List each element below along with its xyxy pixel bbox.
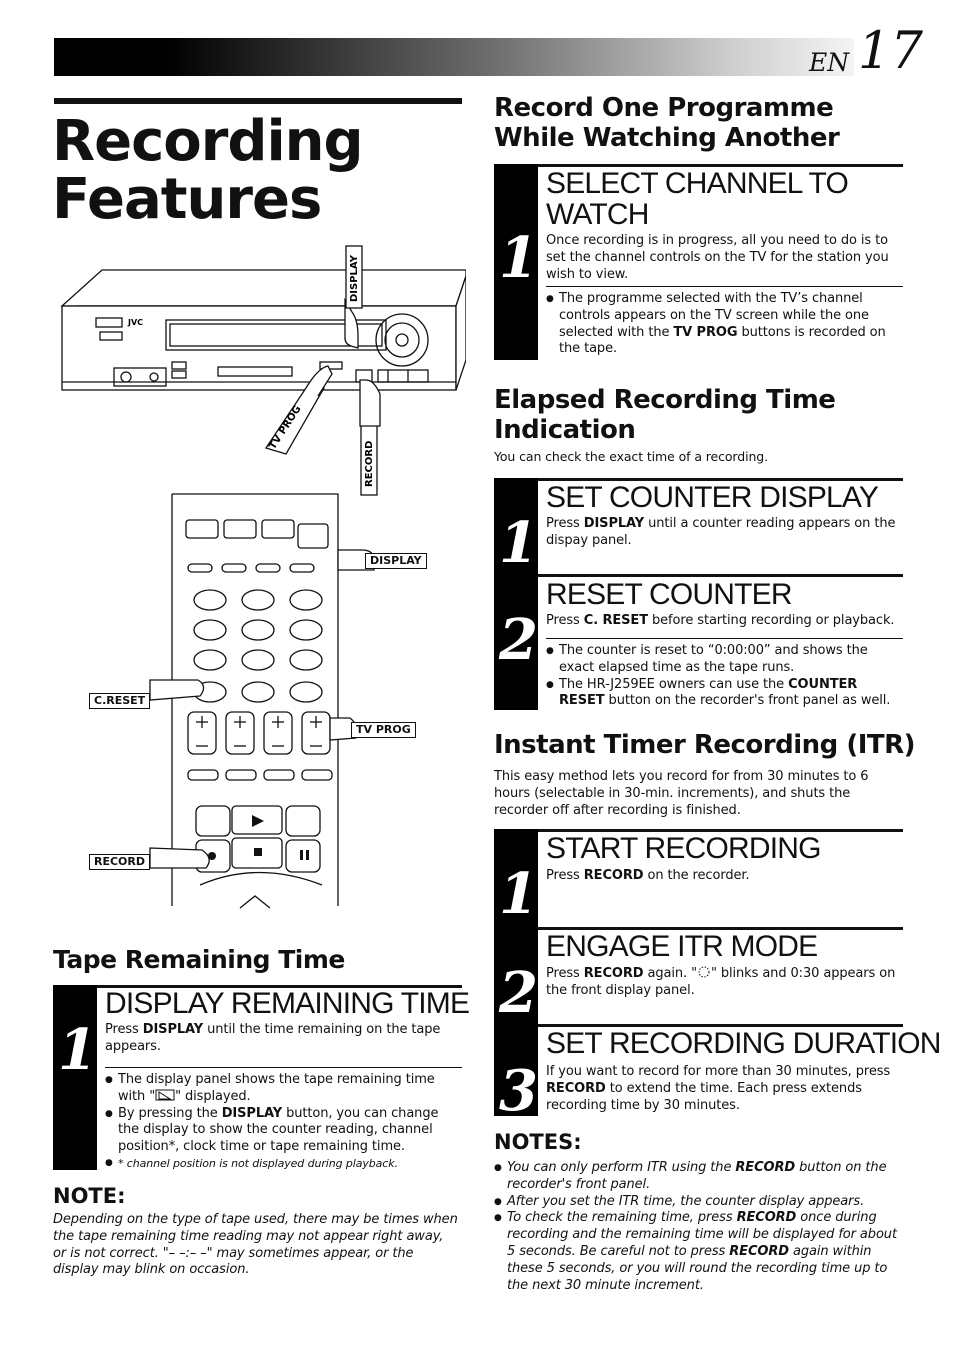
elapsed-steps-bar: [494, 478, 538, 710]
vcr-display-label: DISPLAY: [349, 254, 360, 302]
tape-remaining-step1-rule: [97, 985, 462, 988]
itr-heading: Instant Timer Recording (ITR): [494, 730, 916, 760]
itr-clock-icon: [698, 966, 710, 978]
elapsed-step2-number: 2: [499, 607, 538, 673]
itr-step3-rule: [538, 1024, 903, 1027]
page-number: 17: [858, 22, 923, 81]
tape-remaining-step1-number: 1: [58, 1017, 97, 1083]
list-item: The display panel shows the tape remaini…: [105, 1072, 460, 1106]
list-item: The programme selected with the TV’s cha…: [546, 291, 896, 358]
elapsed-step2-title: RESET COUNTER: [546, 578, 793, 611]
vcr-record-label: RECORD: [364, 441, 375, 487]
elapsed-step1-number: 1: [499, 510, 538, 576]
elapsed-step1-title: SET COUNTER DISPLAY: [546, 481, 879, 514]
record-one-step1-title: SELECT CHANNEL TO WATCH: [546, 167, 849, 231]
list-item: By pressing the DISPLAY button, you can …: [105, 1106, 460, 1156]
itr-step2-number: 2: [499, 960, 538, 1026]
list-item: The counter is reset to “0:00:00” and sh…: [546, 643, 902, 677]
page-title-line1: Recording: [52, 109, 364, 174]
remote-tvprog-label: TV PROG: [351, 722, 416, 738]
itr-step3-title: SET RECORDING DURATION: [546, 1027, 941, 1060]
itr-notes-list: You can only perform ITR using the RECOR…: [494, 1160, 904, 1294]
record-one-step1-number: 1: [499, 225, 538, 291]
itr-steps-bar: [494, 829, 538, 1116]
elapsed-divider: [546, 638, 903, 639]
vcr-illustration: JVC DISPLAY TV PROG RECORD: [60, 245, 466, 496]
itr-step2-title: ENGAGE ITR MODE: [546, 930, 818, 963]
itr-step2-rule: [538, 927, 903, 930]
language-label: EN: [809, 48, 850, 77]
record-one-bullets: The programme selected with the TV’s cha…: [546, 291, 896, 358]
elapsed-intro: You can check the exact time of a record…: [494, 449, 768, 464]
record-one-title-line2: WATCH: [546, 198, 649, 231]
remote-creset-label: C.RESET: [89, 693, 151, 709]
elapsed-bullets: The counter is reset to “0:00:00” and sh…: [546, 643, 902, 710]
itr-intro: This easy method lets you record for fro…: [494, 769, 869, 818]
list-item: The HR-J259EE owners can use the COUNTER…: [546, 677, 902, 711]
itr-step3-body: If you want to record for more than 30 m…: [546, 1064, 891, 1113]
tape-remaining-step1-body: Press DISPLAY until the time remaining o…: [105, 1022, 441, 1054]
record-one-step1-body: Once recording is in progress, all you n…: [546, 233, 889, 282]
tape-remaining-icon: [155, 1089, 175, 1101]
tape-remaining-footnote: * channel position is not displayed duri…: [105, 1156, 460, 1171]
list-item: After you set the ITR time, the counter …: [494, 1194, 904, 1211]
tape-remaining-step1-bar: [53, 985, 97, 1170]
elapsed-heading: Elapsed Recording Time Indication: [494, 385, 836, 445]
elapsed-step2-body: Press C. RESET before starting recording…: [546, 613, 895, 628]
itr-step2-body: Press RECORD again. "" blinks and 0:30 a…: [546, 966, 896, 998]
itr-step1-number: 1: [499, 861, 538, 927]
record-one-heading-line1: Record One Programme: [494, 93, 834, 123]
itr-step1-rule: [538, 829, 903, 832]
vcr-brand: JVC: [127, 318, 143, 327]
tape-remaining-step1-title: DISPLAY REMAINING TIME: [105, 987, 470, 1020]
itr-notes-heading: NOTES:: [494, 1130, 582, 1154]
page-title: Recording Features: [52, 113, 462, 229]
itr-step1-body: Press RECORD on the recorder.: [546, 868, 750, 883]
remote-record-label: RECORD: [89, 854, 151, 870]
note-heading: NOTE:: [53, 1184, 126, 1208]
list-item: To check the remaining time, press RECOR…: [494, 1210, 904, 1294]
page-title-line2: Features: [52, 167, 322, 232]
record-one-heading-line2: While Watching Another: [494, 123, 840, 153]
header-bar: [54, 38, 854, 76]
title-rule: [54, 98, 462, 104]
elapsed-step1-rule: [538, 478, 903, 481]
record-one-heading: Record One Programme While Watching Anot…: [494, 93, 840, 153]
elapsed-heading-line2: Indication: [494, 415, 636, 445]
record-one-divider: [546, 286, 903, 287]
elapsed-step1-body: Press DISPLAY until a counter reading ap…: [546, 516, 896, 548]
remote-display-label: DISPLAY: [365, 553, 427, 569]
tape-remaining-divider: [105, 1067, 462, 1068]
itr-step1-title: START RECORDING: [546, 832, 822, 865]
record-one-title-line1: SELECT CHANNEL TO: [546, 167, 849, 200]
record-one-step1-rule: [538, 164, 903, 167]
itr-step3-number: 3: [499, 1058, 538, 1124]
note-text: Depending on the type of tape used, ther…: [53, 1212, 458, 1278]
list-item: You can only perform ITR using the RECOR…: [494, 1160, 904, 1194]
tape-remaining-heading: Tape Remaining Time: [53, 945, 345, 974]
elapsed-step2-rule: [538, 574, 903, 577]
tape-remaining-bullets: The display panel shows the tape remaini…: [105, 1072, 460, 1171]
record-one-step1-bar: [494, 164, 538, 360]
elapsed-heading-line1: Elapsed Recording Time: [494, 385, 836, 415]
